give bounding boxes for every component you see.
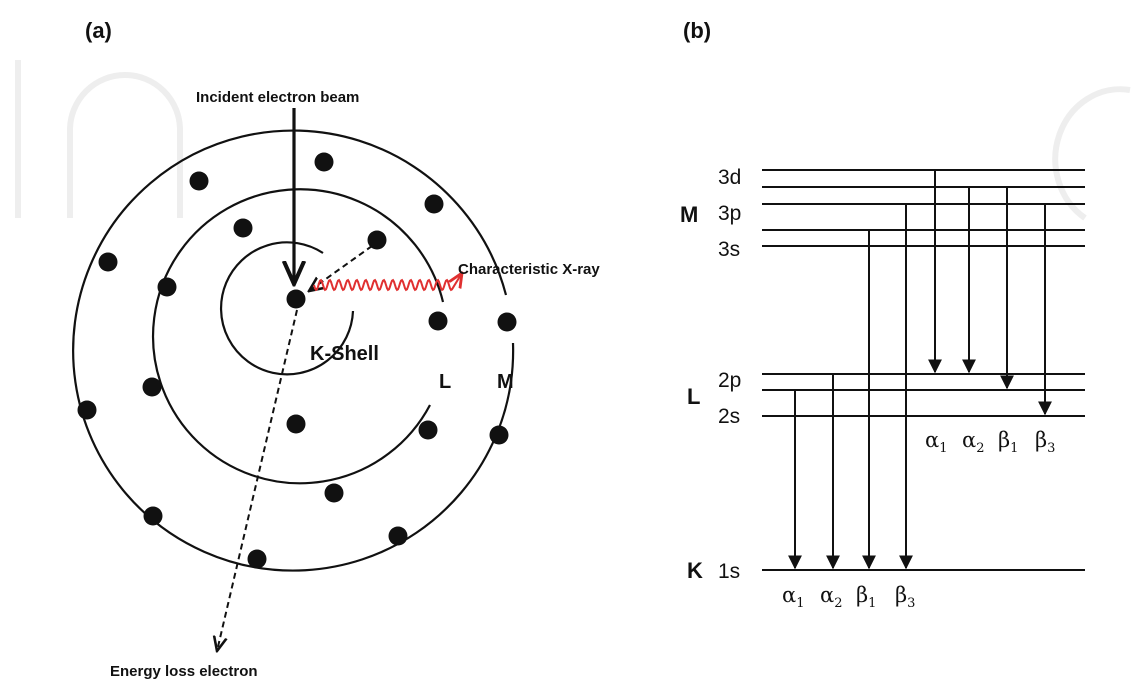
electron-m-3: [424, 194, 444, 214]
level-3s-label: 3s: [718, 238, 740, 261]
m-to-l-transitions: [928, 170, 1052, 416]
group-k-label: K: [687, 558, 703, 583]
level-1s-label: 1s: [718, 560, 740, 583]
electron-k-2: [286, 414, 306, 434]
panel-b-label: (b): [683, 18, 711, 43]
electron-k-1: [286, 289, 306, 309]
l-shell-label: L: [439, 371, 451, 393]
k-label-beta1: β1: [856, 583, 876, 611]
electron-m-8: [143, 506, 163, 526]
level-3p-label: 3p: [718, 202, 741, 225]
electron-m-2: [314, 152, 334, 172]
level-2s-label: 2s: [718, 405, 740, 428]
electron-m-1: [189, 171, 209, 191]
watermark: [15, 60, 1131, 221]
energy-loss-label: Energy loss electron: [110, 663, 258, 680]
electron-l-2: [367, 230, 387, 250]
panel-a: (a) Incident el: [72, 18, 600, 680]
ml-label-beta1: β1: [998, 428, 1018, 456]
level-2p-label: 2p: [718, 369, 741, 392]
k-label-beta3: β3: [895, 583, 915, 611]
k-label-alpha1: α1: [782, 583, 804, 611]
to-k-transitions: [788, 204, 913, 570]
electron-m-10: [247, 549, 267, 569]
electron-m-4: [98, 252, 118, 272]
level-3d-label: 3d: [718, 166, 741, 189]
k-shell-label: K-Shell: [310, 343, 379, 365]
energy-loss-arrow: [217, 309, 298, 651]
electron-m-7: [489, 425, 509, 445]
m-shell-label: M: [497, 371, 514, 393]
electron-l-3: [157, 277, 177, 297]
m-shell-orbit: [72, 129, 515, 572]
group-m-label: M: [680, 202, 698, 227]
k-shell-orbit: [219, 241, 355, 376]
ml-label-beta3: β3: [1035, 428, 1055, 456]
panel-a-label: (a): [85, 18, 112, 43]
electron-l-1: [233, 218, 253, 238]
electron-l-5: [142, 377, 162, 397]
electron-l-4: [428, 311, 448, 331]
panel-b: (b) 3d 3p 3s: [680, 18, 1085, 611]
electrons: [77, 152, 517, 569]
group-l-label: L: [687, 384, 700, 409]
xray-wave-arrow: [313, 273, 462, 292]
electron-m-9: [388, 526, 408, 546]
ml-label-alpha1: α1: [925, 428, 947, 456]
xray-label: Characteristic X-ray: [458, 261, 600, 278]
electron-m-6: [77, 400, 97, 420]
electron-l-6: [418, 420, 438, 440]
incident-beam-label: Incident electron beam: [196, 89, 359, 106]
l-shell-orbit: [151, 188, 445, 485]
k-label-alpha2: α2: [820, 583, 842, 611]
electron-l-7: [324, 483, 344, 503]
electron-m-5: [497, 312, 517, 332]
energy-levels: [762, 169, 1085, 571]
ml-label-alpha2: α2: [962, 428, 984, 456]
